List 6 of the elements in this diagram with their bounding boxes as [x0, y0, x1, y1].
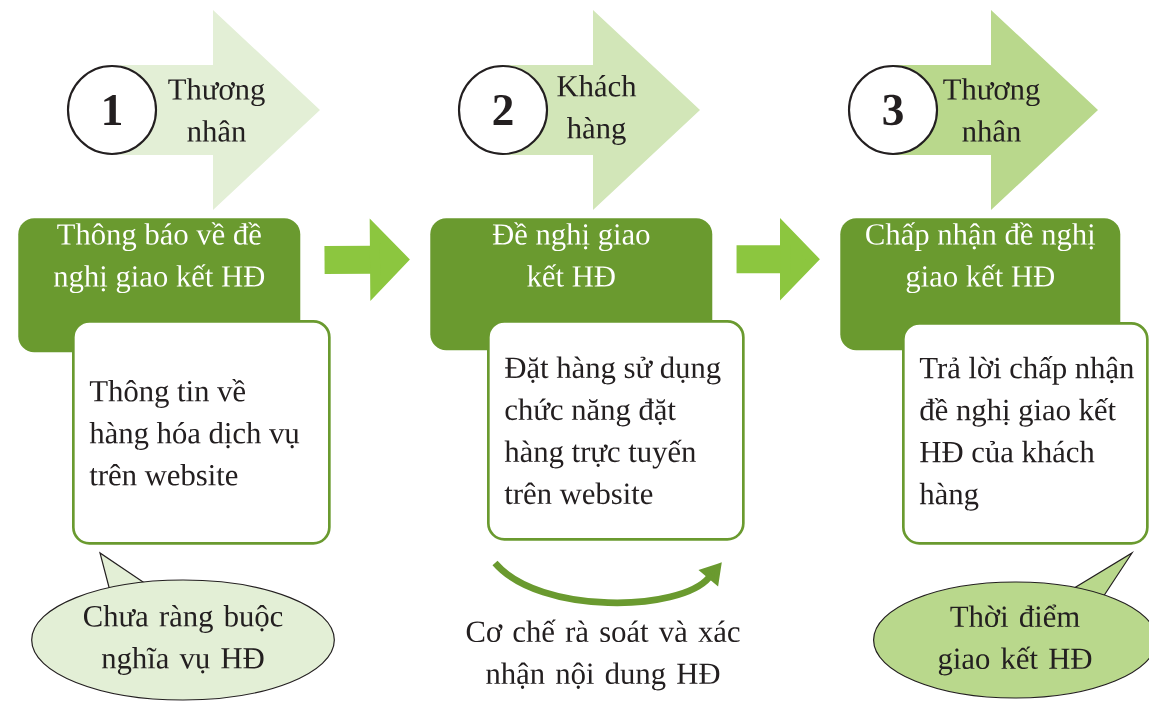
- speech-bubble: Chưa ràng buộc nghĩa vụ HĐ: [31, 551, 335, 701]
- speech-bubble: Thời điểm giao kết HĐ: [873, 551, 1149, 699]
- content-box: Trả lời chấp nhận đề nghị giao kết HĐ của khách hàng: [902, 322, 1149, 545]
- content-box: Đặt hàng sử dụng chức năng đặt hàng trực tuyến trên website: [487, 320, 745, 541]
- content-box: Thông tin về hàng hóa dịch vụ trên website: [72, 320, 331, 545]
- caption-text: Cơ chế rà soát và xác nhận nội dung HĐ: [466, 619, 740, 691]
